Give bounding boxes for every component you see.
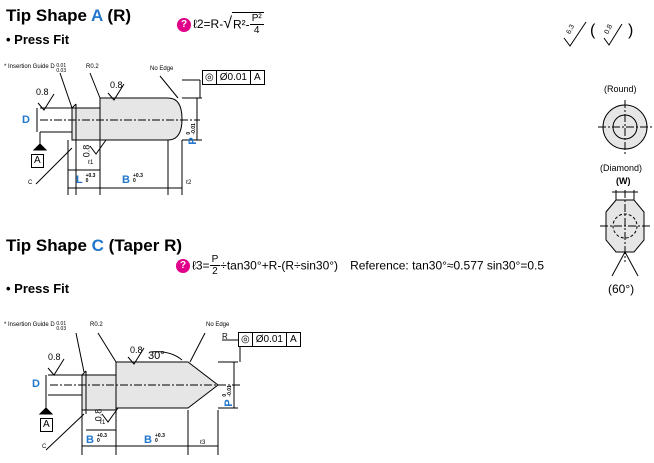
section-a-rough-a: 0.8: [36, 87, 49, 97]
section-c-r02: R0.2: [90, 322, 103, 328]
insertion-tol-top: 0.01: [56, 321, 67, 327]
question-icon: ?: [176, 259, 190, 273]
section-a-title: Tip Shape A (R): [6, 6, 131, 26]
b1-tol-bot: 0: [97, 438, 100, 444]
diamond-angle-label: (60°): [608, 282, 635, 296]
section-c-title-prefix: Tip Shape: [6, 236, 92, 255]
concentricity-icon: ◎: [203, 71, 217, 84]
section-a-title-suffix: (R): [102, 6, 132, 25]
surface-finish-paren-close: ): [628, 22, 634, 39]
section-a-r02: R0.2: [86, 64, 99, 70]
b-letter: B: [122, 174, 130, 186]
section-c-rough-a: 0.8: [48, 352, 61, 362]
section-c-title-suffix: (Taper R): [103, 236, 183, 255]
l-letter: L: [76, 174, 83, 186]
section-a-rough-c: 0.8: [81, 144, 92, 158]
p-letter: P: [186, 137, 199, 145]
b-tol-bot: 0: [133, 178, 136, 184]
fcf-a-value: Ø0.01: [217, 71, 251, 84]
fcf-a-datum: A: [253, 72, 261, 83]
surface-finish-paren-open: (: [590, 22, 596, 39]
section-a-d-label: D: [22, 114, 30, 126]
insertion-tol-top: 0.01: [56, 63, 67, 69]
concentricity-icon: ◎: [239, 333, 253, 346]
formula-a-lhs: ℓ2=R-: [193, 17, 224, 31]
section-c-fit: • Press Fit: [6, 281, 70, 296]
section-c-datum-box: A: [40, 418, 53, 432]
section-c-l3: ℓ3: [200, 440, 206, 446]
p-tol-bot: -0.01: [226, 385, 233, 397]
p-letter: P: [222, 399, 235, 407]
question-icon: ?: [177, 18, 191, 32]
b2-tol-top: +0.3: [155, 433, 165, 439]
pin-a-body: [99, 97, 183, 141]
b1-letter: B: [86, 434, 94, 446]
b-tol-top: +0.3: [133, 173, 143, 179]
b2-tol-bot: 0: [155, 438, 158, 444]
section-a-rough-b: 0.8: [110, 80, 123, 90]
section-a-p-label: P 0-0.01: [186, 123, 199, 145]
insertion-tol-bot: 0.03: [56, 326, 67, 332]
section-a-datum-box: A: [31, 154, 44, 168]
formula-c-reference: Reference: tan30°≈0.577 sin30°=0.5: [350, 258, 545, 273]
round-view-label: (Round): [604, 84, 637, 94]
formula-c-lhs: ℓ3=: [192, 258, 210, 273]
formula-a-numerator: P²: [249, 13, 264, 25]
p-tol-bot: -0.01: [190, 123, 197, 135]
section-a-c: C: [28, 180, 33, 186]
insertion-guide-label: * Insertion Guide D: [4, 322, 55, 328]
fcf-c-value: Ø0.01: [253, 333, 287, 346]
section-c-title: Tip Shape C (Taper R): [6, 236, 182, 256]
diamond-w-label: (W): [616, 176, 631, 186]
formula-c-numerator: P: [209, 254, 221, 266]
pin-c-insertion-guide: [81, 374, 117, 411]
section-c-rough-b: 0.8: [130, 345, 143, 355]
section-a-no-edge: No Edge: [150, 66, 174, 72]
section-a-title-prefix: Tip Shape: [6, 6, 92, 25]
diamond-view-label: (Diamond): [600, 163, 643, 173]
section-c-p-label: P 0-0.01: [222, 385, 235, 407]
formula-a-denominator: 4: [253, 25, 260, 36]
section-a-fit: • Press Fit: [6, 32, 70, 47]
insertion-guide-label: * Insertion Guide D: [4, 64, 55, 70]
l-tol-top: +0.3: [85, 173, 96, 179]
section-a-l1: ℓ1: [88, 160, 94, 166]
section-c-c: C: [42, 444, 47, 450]
section-a-l2: ℓ2: [186, 180, 192, 186]
insertion-tol-bot: 0.03: [56, 68, 67, 74]
l-tol-bot: 0: [85, 178, 89, 184]
formula-a-radicand: R²-: [233, 17, 250, 32]
fcf-c-datum: A: [289, 334, 297, 345]
section-c-l1: ℓ1: [100, 420, 106, 426]
formula-c-denominator: 2: [212, 266, 218, 277]
section-c-angle: 30°: [148, 350, 165, 362]
section-c-d-label: D: [32, 378, 40, 390]
b2-letter: B: [144, 434, 152, 446]
section-c-r: R: [222, 332, 228, 341]
section-c-title-letter: C: [91, 236, 104, 255]
section-a-title-letter: A: [91, 6, 103, 25]
formula-c-rest: ÷tan30°+R-(R÷sin30°): [220, 258, 339, 273]
b1-tol-top: +0.3: [97, 433, 107, 439]
section-c-no-edge: No Edge: [206, 322, 230, 328]
